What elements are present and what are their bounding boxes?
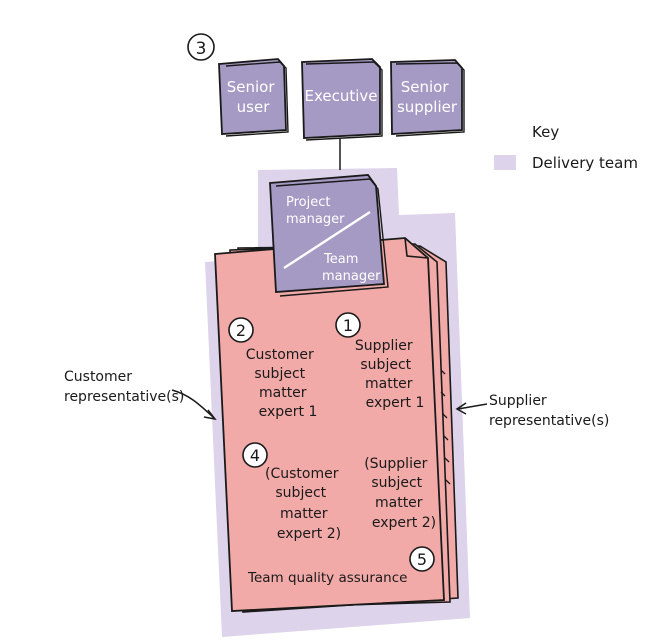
supplier-representatives-label: Supplier representative(s) bbox=[489, 393, 609, 429]
badge-5: 5 bbox=[409, 546, 435, 572]
badge-4: 4 bbox=[242, 442, 268, 468]
badge-3: 3 bbox=[187, 33, 215, 61]
key-title: Key bbox=[532, 123, 559, 141]
project-manager-line-2: manager bbox=[286, 212, 345, 227]
badge-2: 2 bbox=[228, 317, 254, 343]
senior-user-line-2: user bbox=[237, 98, 271, 116]
badge-3-label: 3 bbox=[196, 39, 207, 59]
customer-representatives-label: Customer representative(s) bbox=[64, 369, 184, 405]
team-quality-assurance-label: Team quality assurance bbox=[247, 570, 407, 586]
project-manager-box: Project manager Team manager bbox=[269, 174, 389, 297]
senior-user-line-1: Senior bbox=[227, 78, 276, 96]
executive-box: Executive bbox=[301, 58, 383, 141]
supplier-arrow-head bbox=[455, 402, 467, 415]
svg-text:Senior supplier: Senior supplier bbox=[397, 78, 458, 116]
team-manager-line-1: Team bbox=[323, 252, 358, 267]
team-manager-line-2: manager bbox=[322, 269, 381, 284]
svg-text:Team manager: Team manager bbox=[322, 252, 381, 284]
team-paper-edge-ticks bbox=[440, 369, 451, 485]
svg-text:Senior user: Senior user bbox=[227, 78, 280, 116]
team-paper bbox=[214, 237, 445, 612]
customer-sme-2-text: (Customer subject matter expert 2) bbox=[265, 466, 343, 542]
badge-2-label: 2 bbox=[236, 321, 246, 340]
customer-arrow bbox=[171, 389, 215, 419]
key-delivery-team-label: Delivery team bbox=[532, 154, 638, 172]
senior-supplier-line-2: supplier bbox=[397, 98, 458, 116]
supplier-sme-1-text: Supplier subject matter expert 1 bbox=[355, 338, 424, 411]
badge-4-label: 4 bbox=[250, 446, 260, 465]
executive-label: Executive bbox=[304, 87, 377, 105]
badge-1-label: 1 bbox=[343, 316, 353, 335]
svg-text:Executive: Executive bbox=[304, 87, 377, 105]
project-manager-line-1: Project bbox=[286, 195, 330, 210]
supplier-sme-2-text: (Supplier subject matter expert 2) bbox=[364, 456, 436, 531]
svg-text:Project manager: Project manager bbox=[286, 195, 345, 227]
customer-sme-1-text: Customer subject matter expert 1 bbox=[246, 347, 318, 420]
senior-supplier-line-1: Senior bbox=[401, 78, 450, 96]
key-delivery-swatch bbox=[494, 155, 516, 170]
supplier-arrow bbox=[457, 403, 488, 410]
customer-arrow-head bbox=[203, 409, 217, 421]
team-paper-fold bbox=[404, 237, 429, 259]
manager-divider-line bbox=[283, 210, 371, 270]
badge-5-label: 5 bbox=[417, 550, 427, 569]
badge-1: 1 bbox=[335, 312, 361, 338]
senior-user-box: Senior user bbox=[218, 58, 289, 137]
senior-supplier-box: Senior supplier bbox=[390, 59, 465, 137]
